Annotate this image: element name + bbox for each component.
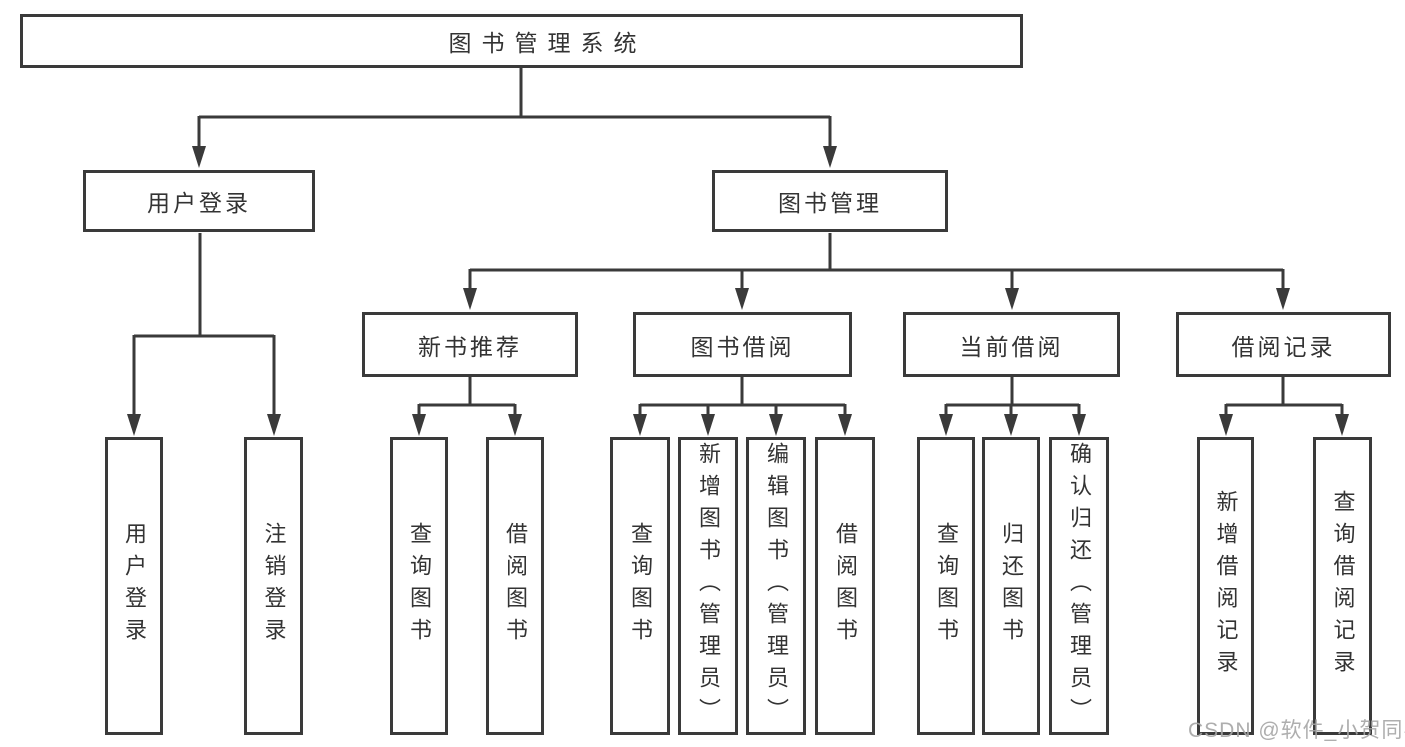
- node-borrow-record: 借阅记录: [1176, 312, 1391, 377]
- edge-root: [197, 68, 832, 152]
- node-borrow-record-label: 借阅记录: [1231, 333, 1336, 360]
- node-user-login: 用户登录: [83, 170, 315, 232]
- node-leaf-borrow-book: 借阅图书: [815, 437, 875, 735]
- node-current-borrow: 当前借阅: [903, 312, 1120, 377]
- node-book-borrow: 图书借阅: [633, 312, 852, 377]
- node-leaf-edit-book-label: 编辑图书（管理员）: [764, 442, 789, 730]
- arrowheads: [127, 146, 1349, 436]
- edge-borrow-record: [1224, 377, 1344, 418]
- node-leaf-confirm-return: 确认归还（管理员）: [1049, 437, 1109, 735]
- node-leaf-query-book-rec: 查询图书: [390, 437, 448, 735]
- node-new-book-rec: 新书推荐: [362, 312, 578, 377]
- node-leaf-query-book-current: 查询图书: [917, 437, 975, 735]
- node-book-borrow-label: 图书借阅: [690, 333, 795, 360]
- node-current-borrow-label: 当前借阅: [959, 333, 1064, 360]
- node-leaf-add-book-label: 新增图书（管理员）: [696, 442, 721, 730]
- node-leaf-query-book-current-label: 查询图书: [934, 522, 959, 650]
- node-leaf-confirm-return-label: 确认归还（管理员）: [1067, 442, 1092, 730]
- edge-book-mgmt: [468, 233, 1285, 292]
- edge-current-borrow: [944, 377, 1081, 418]
- node-leaf-borrow-book-rec: 借阅图书: [486, 437, 544, 735]
- node-leaf-logout: 注销登录: [244, 437, 303, 735]
- node-leaf-edit-book: 编辑图书（管理员）: [746, 437, 806, 735]
- node-leaf-query-borrow-record: 查询借阅记录: [1313, 437, 1372, 735]
- node-leaf-borrow-book-rec-label: 借阅图书: [503, 522, 528, 650]
- node-leaf-query-book-rec-label: 查询图书: [407, 522, 432, 650]
- edge-user-login: [132, 233, 276, 418]
- node-leaf-query-borrow-record-label: 查询借阅记录: [1330, 490, 1356, 682]
- node-leaf-add-borrow-record-label: 新增借阅记录: [1213, 490, 1239, 682]
- node-user-login-label: 用户登录: [147, 190, 251, 216]
- node-leaf-return-book-label: 归还图书: [999, 522, 1024, 650]
- node-leaf-query-book-borrow: 查询图书: [610, 437, 670, 735]
- node-leaf-borrow-book-label: 借阅图书: [833, 522, 858, 650]
- node-leaf-add-borrow-record: 新增借阅记录: [1197, 437, 1254, 735]
- node-book-mgmt-label: 图书管理: [778, 190, 882, 216]
- node-leaf-logout-label: 注销登录: [261, 522, 287, 650]
- node-root: 图书管理系统: [20, 14, 1023, 68]
- node-book-mgmt: 图书管理: [712, 170, 948, 232]
- node-root-label: 图书管理系统: [448, 30, 647, 56]
- edge-book-borrow: [638, 377, 847, 418]
- watermark: CSDN @软件_小贺同学: [1188, 719, 1405, 742]
- node-leaf-user-login: 用户登录: [105, 437, 163, 735]
- node-leaf-user-login-label: 用户登录: [122, 522, 147, 650]
- node-leaf-query-book-borrow-label: 查询图书: [628, 522, 653, 650]
- node-leaf-return-book: 归还图书: [982, 437, 1040, 735]
- edge-new-book-rec: [417, 377, 517, 418]
- node-leaf-add-book: 新增图书（管理员）: [678, 437, 738, 735]
- node-new-book-rec-label: 新书推荐: [418, 333, 522, 360]
